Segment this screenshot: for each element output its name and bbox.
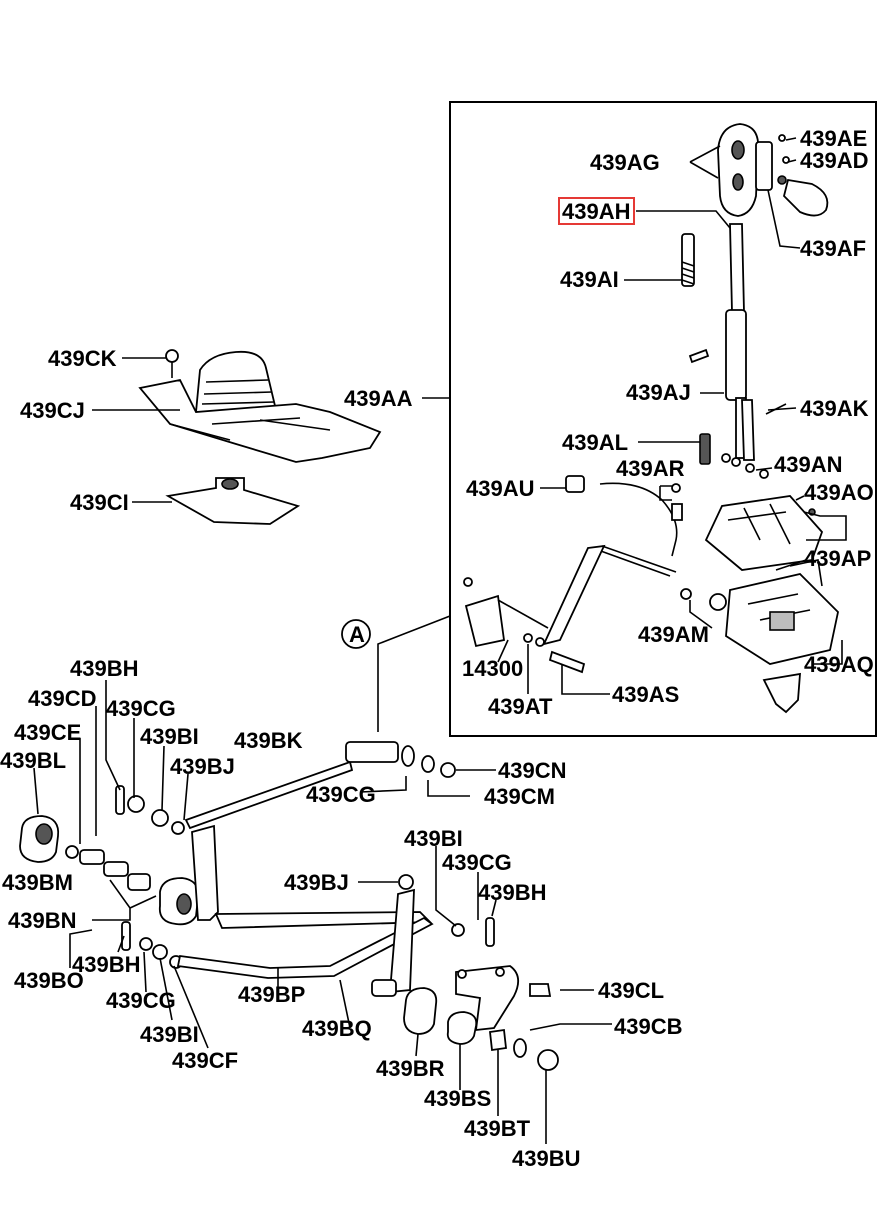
label-439cd: 439CD [28,686,96,711]
label-439bo: 439BO [14,968,84,993]
label-439an: 439AN [774,452,842,477]
lower-small-parts [65,785,559,1071]
label-439ce: 439CE [14,720,81,745]
label-439cj: 439CJ [20,398,85,423]
label-439bh-2: 439BH [478,880,546,905]
lower-bushings [403,987,478,1045]
shift-boot[interactable] [195,350,278,413]
highlight-box-439ah [558,197,635,225]
select-rod[interactable] [176,888,434,997]
label-439at: 439AT [488,694,553,719]
label-439bs: 439BS [424,1086,491,1111]
select-lever-bracket-lower[interactable] [455,965,552,1032]
lever-washers [721,453,769,479]
label-439as: 439AS [612,682,679,707]
label-439bj-1: 439BJ [170,754,235,779]
label-439bj-2: 439BJ [284,870,349,895]
label-439aj: 439AJ [626,380,691,405]
lever-boot-bottom [762,672,801,714]
label-439bi-1: 439BI [140,724,199,749]
cable-end-bolt [523,633,586,674]
lever-pin [699,433,711,465]
label-439ah[interactable]: 439AH [562,199,630,224]
bushing-left [19,815,60,863]
shift-indicator-cover[interactable] [704,495,824,571]
label-439ck: 439CK [48,346,117,371]
part-labels: 439AE 439AD 439AG 439AH 439AF 439AI 439A… [0,126,874,1171]
callout-circle-a [341,619,371,649]
label-439bm: 439BM [2,870,73,895]
lever-spring [681,233,695,287]
label-439am: 439AM [638,622,709,647]
boot-retainer[interactable] [165,477,301,525]
knob-button-assembly[interactable] [755,134,829,217]
label-439au: 439AU [466,476,534,501]
label-439bq: 439BQ [302,1016,372,1041]
console-screw [165,349,179,378]
label-439br: 439BR [376,1056,445,1081]
shift-rod[interactable] [184,741,399,830]
label-439bh-1: 439BH [70,656,138,681]
label-439ag: 439AG [590,150,660,175]
label-439bh-3: 439BH [72,952,140,977]
rod-washers-nut [401,745,456,778]
label-439cg-2: 439CG [306,782,376,807]
label-439aq: 439AQ [804,652,874,677]
label-439ci: 439CI [70,490,129,515]
label-circle-a: A [349,622,365,647]
label-439bu: 439BU [512,1146,580,1171]
lever-shaft[interactable] [725,223,755,461]
shift-knob[interactable] [717,123,760,217]
label-439ar: 439AR [616,456,685,481]
label-439cf: 439CF [172,1048,238,1073]
label-439af: 439AF [800,236,866,261]
label-439bi-3: 439BI [140,1022,199,1047]
shift-lever-detail-box [449,101,877,737]
label-14300: 14300 [462,656,523,681]
label-439bi-2: 439BI [404,826,463,851]
label-439bk: 439BK [234,728,303,753]
label-439ao: 439AO [804,480,874,505]
label-439ap: 439AP [804,546,871,571]
label-439ai: 439AI [560,267,619,292]
label-439ad: 439AD [800,148,868,173]
label-439cl: 439CL [598,978,664,1003]
label-439bl: 439BL [0,748,66,773]
label-439cg-3: 439CG [442,850,512,875]
label-439bn: 439BN [8,908,76,933]
label-439cg-4: 439CG [106,988,176,1013]
label-439cn: 439CN [498,758,566,783]
console-plate[interactable] [138,378,382,463]
label-439ak: 439AK [800,396,869,421]
inset-leader-lines [377,137,847,732]
small-screw [688,348,710,364]
shift-lever-base[interactable] [709,559,839,665]
label-439al: 439AL [562,430,628,455]
label-439cb: 439CB [614,1014,682,1039]
label-439aa: 439AA [344,386,413,411]
label-439cg-1: 439CG [106,696,176,721]
select-lever-bushing [158,877,200,926]
lower-leader-lines [33,680,612,1144]
select-lever-bracket[interactable] [463,544,606,648]
cable-adjuster [671,483,692,600]
label-439cm: 439CM [484,784,555,809]
label-439bt: 439BT [464,1116,531,1141]
label-439ae: 439AE [800,126,867,151]
label-439bp: 439BP [238,982,305,1007]
console-leaders [92,357,180,503]
